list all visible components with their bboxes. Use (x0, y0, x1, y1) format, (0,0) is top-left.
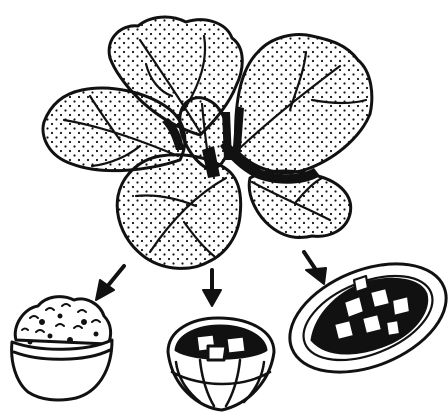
rice-bowl (12, 297, 112, 400)
rice-bowl-body (12, 340, 112, 400)
stir-fry-plate (274, 243, 448, 393)
soup-bowl (168, 318, 274, 410)
leafy-plant (43, 17, 372, 268)
arrow-to-stir-fry-plate (304, 252, 326, 284)
leaf-bottom-left (117, 155, 240, 269)
arrow-to-rice-bowl (96, 266, 124, 300)
arrow-to-soup-bowl (203, 270, 221, 306)
